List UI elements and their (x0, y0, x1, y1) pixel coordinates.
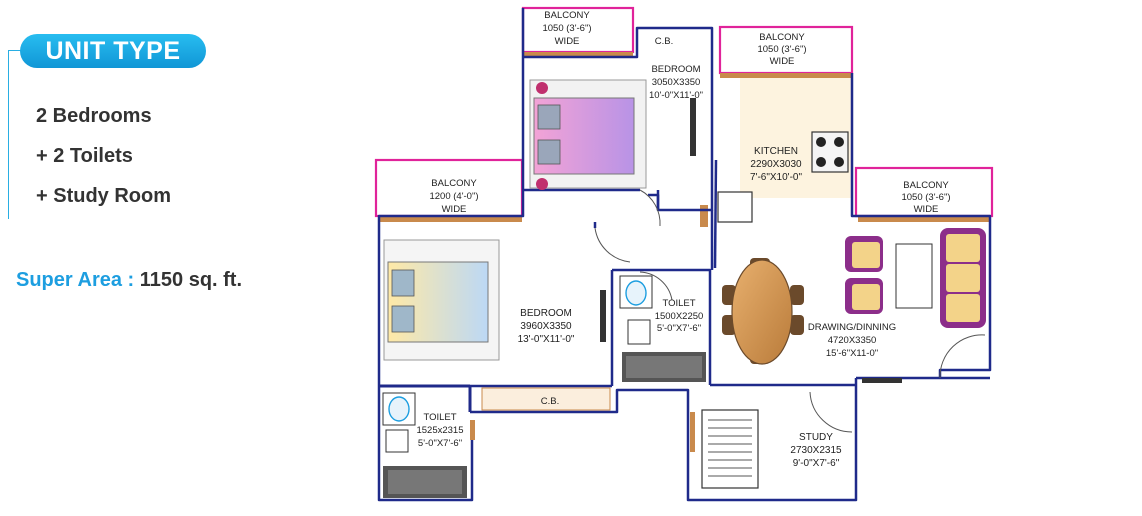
label-balcony-top-2: 1050 (3'-6") (542, 23, 591, 34)
label-bedroom-top-2: 3050X3350 (652, 77, 701, 88)
label-study-3: 9'-0"X7'-6" (793, 458, 840, 469)
label-balcony-kitchen-2: 1050 (3'-6") (757, 44, 806, 55)
feature-toilets: + 2 Toilets (36, 145, 133, 167)
kitchen-counter (740, 78, 812, 198)
feature-bedrooms: 2 Bedrooms (36, 105, 152, 127)
label-study-1: STUDY (799, 432, 833, 443)
thresholds (379, 52, 990, 452)
label-cb-top: C.B. (655, 36, 673, 47)
door-swings (594, 189, 986, 433)
feature-study: + Study Room (36, 185, 172, 207)
label-balcony-top-1: BALCONY (544, 10, 590, 21)
room-labels: BALCONY 1050 (3'-6") WIDE C.B. BEDROOM 3… (416, 10, 950, 469)
label-balcony-right-3: WIDE (914, 204, 939, 215)
label-toilet-left-2: 1525x2315 (416, 425, 463, 436)
toilet-fixtures (382, 275, 706, 498)
unit-type-badge: UNIT TYPE (20, 34, 206, 68)
label-bedroom-top-3: 10'-0"X11'-0" (649, 90, 703, 101)
label-bedroom-main-2: 3960X3350 (520, 321, 572, 332)
label-toilet-center-1: TOILET (662, 298, 695, 309)
label-balcony-kitchen-1: BALCONY (759, 32, 805, 43)
inner-walls-thick (379, 384, 472, 412)
label-bedroom-top-1: BEDROOM (651, 64, 700, 75)
label-toilet-left-1: TOILET (423, 412, 456, 423)
label-balcony-kitchen-3: WIDE (770, 56, 795, 67)
label-bedroom-main-1: BEDROOM (520, 308, 572, 319)
label-study-2: 2730X2315 (790, 445, 842, 456)
label-kitchen-2: 2290X3030 (750, 159, 802, 170)
bed-top (529, 79, 696, 190)
label-kitchen-3: 7'-6"X10'-0" (750, 172, 803, 183)
super-area-label: Super Area : (16, 269, 135, 291)
bed-main (383, 239, 606, 361)
label-balcony-right-2: 1050 (3'-6") (901, 192, 950, 203)
label-drawing-2: 4720X3350 (828, 335, 877, 346)
kitchen-fixtures (717, 131, 849, 223)
super-area-value: 1150 sq. ft. (139, 269, 243, 291)
label-balcony-left-3: WIDE (442, 204, 467, 215)
dining-set (722, 258, 804, 365)
label-balcony-top-3: WIDE (555, 36, 580, 47)
label-toilet-center-2: 1500X2250 (655, 311, 704, 322)
label-drawing-3: 15'-6"X11-0" (826, 348, 878, 359)
label-toilet-left-3: 5'-0"X7'-6" (418, 438, 462, 449)
label-cb-bottom: C.B. (541, 396, 559, 407)
label-kitchen-1: KITCHEN (754, 146, 798, 157)
study-desk (701, 409, 759, 489)
sofa-set (845, 228, 986, 383)
info-bracket (8, 50, 23, 219)
unit-info-panel: UNIT TYPE 2 Bedrooms + 2 Toilets + Study… (0, 0, 340, 516)
label-bedroom-main-3: 13'-0"X11'-0" (518, 334, 575, 345)
super-area: Super Area : 1150 sq. ft. (16, 269, 242, 292)
label-drawing-1: DRAWING/DINNING (808, 322, 896, 333)
label-balcony-left-1: BALCONY (431, 178, 477, 189)
label-balcony-left-2: 1200 (4'-0") (429, 191, 478, 202)
label-balcony-right-1: BALCONY (903, 180, 949, 191)
label-toilet-center-3: 5'-0"X7'-6" (657, 323, 701, 334)
